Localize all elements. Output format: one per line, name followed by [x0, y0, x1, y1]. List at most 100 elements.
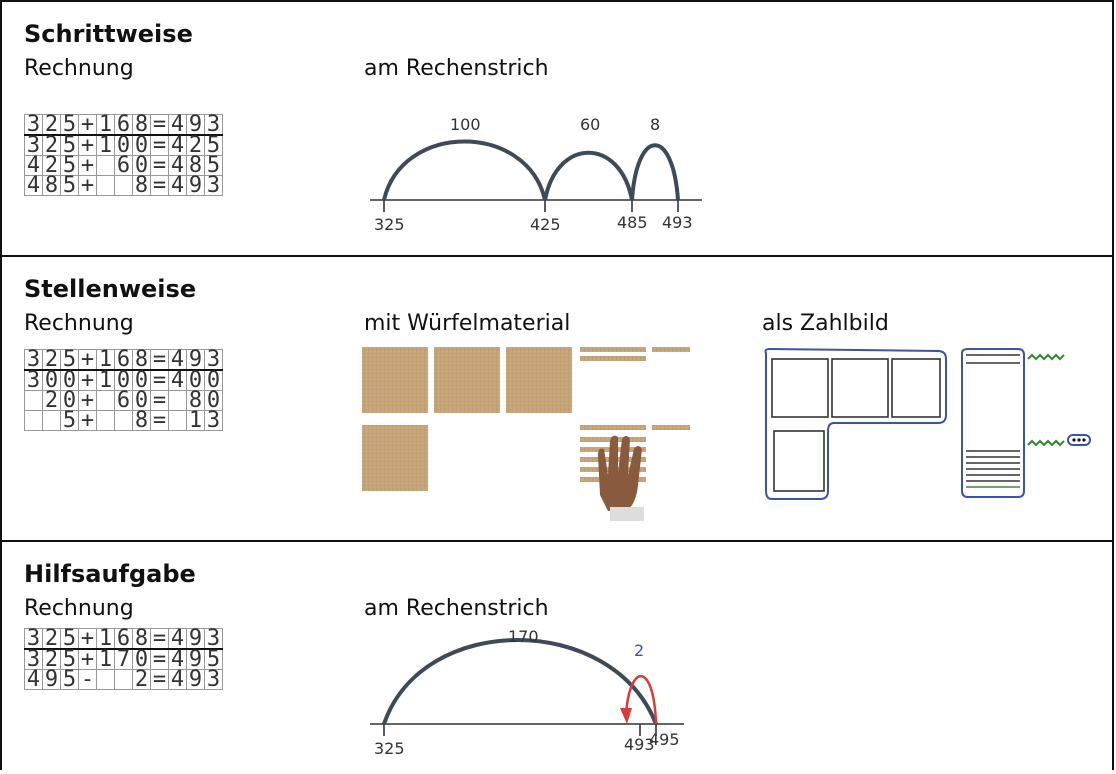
calc-cell: 3 — [204, 628, 223, 650]
calc-cell: 9 — [186, 114, 205, 136]
calc-cell: 9 — [186, 648, 205, 670]
calc-cell: + — [78, 628, 97, 650]
hundred-block — [362, 425, 428, 491]
calc-cell: 2 — [132, 669, 151, 691]
calc-cell: + — [78, 155, 97, 177]
calc-cell: 8 — [132, 175, 151, 197]
calc-cell: = — [150, 628, 169, 650]
calc-cell: 0 — [132, 155, 151, 177]
calc-cell: 2 — [42, 155, 61, 177]
tick-label: 325 — [374, 739, 405, 758]
section-title: Hilfsaufgabe — [24, 560, 196, 588]
calc-cell: + — [78, 410, 97, 432]
calc-cell: + — [78, 369, 97, 391]
calc-cell: 2 — [42, 628, 61, 650]
calc-cell: + — [78, 390, 97, 412]
calc-cell: 2 — [42, 114, 61, 136]
calc-cell: 3 — [204, 349, 223, 371]
tick-label: 493 — [624, 735, 655, 754]
calc-cell: 2 — [42, 349, 61, 371]
calc-cell — [42, 410, 61, 431]
calc-cell: 5 — [60, 648, 79, 670]
calc-cell: 8 — [132, 628, 151, 650]
unit-cubes — [652, 347, 690, 352]
hundred-square — [773, 430, 825, 492]
calc-cell: 9 — [42, 669, 61, 691]
calc-cell: 2 — [186, 134, 205, 156]
calc-cell: 3 — [24, 349, 43, 371]
calc-cell: 9 — [186, 628, 205, 650]
unit-cubes — [652, 425, 690, 430]
calc-cell: 5 — [60, 669, 79, 691]
calc-cell: 1 — [96, 628, 115, 650]
calc-cell — [114, 410, 133, 431]
calc-cell: 5 — [204, 648, 223, 670]
calc-cell: 9 — [186, 175, 205, 197]
calc-cell: 5 — [60, 114, 79, 136]
calc-label: Rechnung — [24, 311, 134, 336]
jump-label: 170 — [508, 627, 539, 646]
jump-label: 2 — [634, 641, 644, 660]
numberline-schrittweise: 325 425 485 493 100 60 8 — [370, 115, 702, 234]
calc-cell: 4 — [24, 175, 43, 197]
unit-marks — [1027, 439, 1065, 447]
calc-cell: + — [78, 349, 97, 371]
back-arrow-head — [620, 708, 632, 724]
tick-label: 325 — [374, 215, 405, 234]
calc-cell: 4 — [24, 669, 43, 691]
calc-cell: 5 — [60, 410, 79, 432]
calc-label: Rechnung — [24, 56, 134, 81]
calc-cell: 3 — [24, 628, 43, 650]
calc-cell: 6 — [114, 349, 133, 371]
calc-cell: = — [150, 669, 169, 691]
calc-cell: 3 — [204, 114, 223, 136]
hundred-block — [434, 347, 500, 413]
calc-cell: 0 — [114, 134, 133, 156]
calc-cell: 3 — [24, 369, 43, 391]
ten-rod — [580, 356, 646, 361]
calc-cell: - — [78, 669, 97, 691]
calc-cell: 0 — [132, 390, 151, 412]
calc-cell: 3 — [24, 114, 43, 136]
jump-arc-100 — [382, 139, 547, 201]
hundreds-frame — [764, 347, 947, 500]
calc-cell: 6 — [114, 114, 133, 136]
calc-cell — [96, 175, 115, 196]
calc-cell: 3 — [24, 134, 43, 156]
calc-cell: 2 — [42, 390, 61, 412]
calc-cell: 4 — [168, 369, 187, 391]
calc-cell: 3 — [204, 410, 223, 432]
calc-cell — [96, 390, 115, 411]
calc-cell: = — [150, 114, 169, 136]
unit-marks — [1027, 353, 1065, 361]
calc-cell: 9 — [186, 669, 205, 691]
calc-cell: + — [78, 175, 97, 197]
hundred-block — [362, 347, 428, 413]
numberline-label: am Rechenstrich — [364, 56, 549, 81]
zahlbild-label: als Zahlbild — [762, 311, 889, 336]
numberline-hilfsaufgabe: 325 493 495 170 2 — [370, 627, 684, 758]
calc-cell: 1 — [96, 648, 115, 670]
calc-cell: = — [150, 648, 169, 670]
calc-cell — [114, 669, 133, 690]
jump-label: 8 — [650, 115, 660, 134]
calc-cell: 4 — [168, 669, 187, 691]
calc-cell: 6 — [114, 390, 133, 412]
jump-label: 60 — [580, 115, 600, 134]
calc-cell: 5 — [60, 175, 79, 197]
calc-cell: = — [150, 349, 169, 371]
base-ten-label: mit Würfelmaterial — [364, 311, 571, 336]
hundred-block — [506, 347, 572, 413]
tick-label: 493 — [662, 213, 693, 232]
calc-cell: 4 — [168, 175, 187, 197]
